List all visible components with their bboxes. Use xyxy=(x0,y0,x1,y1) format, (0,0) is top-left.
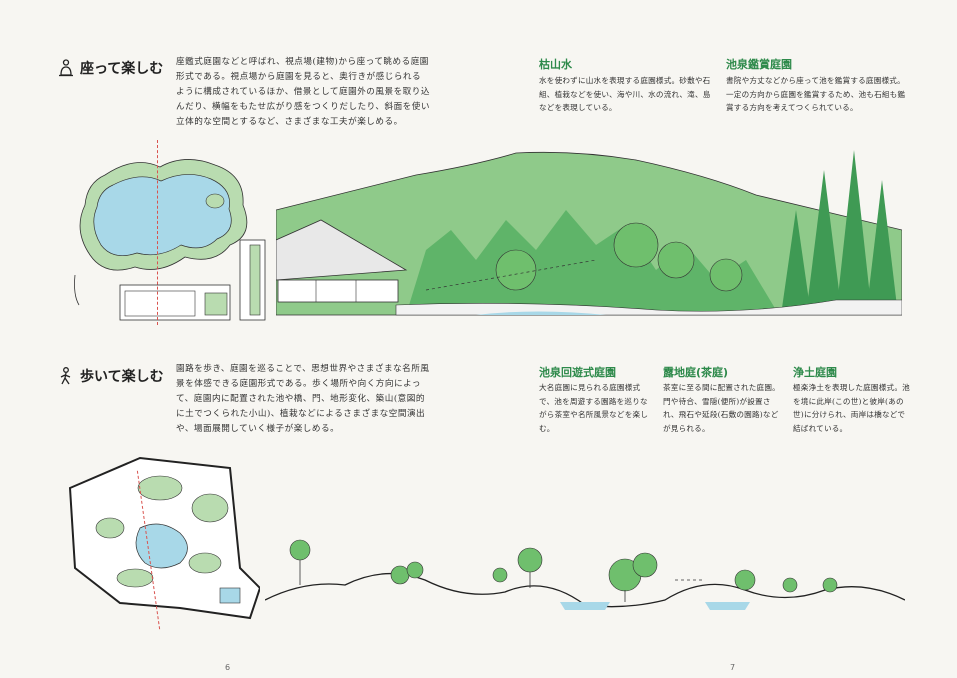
plan-map-sit xyxy=(74,159,266,321)
page-number-left: 6 xyxy=(225,663,231,672)
page-number-right: 7 xyxy=(730,663,736,672)
style-title-karesansui: 枯山水 xyxy=(539,58,572,71)
plan-map-walk xyxy=(68,456,260,620)
view-axis-line-sit xyxy=(157,140,158,325)
style-title-roji: 露地庭(茶庭) xyxy=(663,366,729,379)
garden-elevation-sit xyxy=(276,150,902,316)
style-desc-karesansui: 水を使わずに山水を表現する庭園様式。砂敷や石組、植栽などを使い、海や川、水の流れ… xyxy=(539,76,711,112)
garden-section-walk xyxy=(265,539,905,610)
section-title-walk: 歩いて楽しむ xyxy=(58,366,164,386)
style-desc-jodo: 極楽浄土を表現した庭園様式。池を境に此岸(この世)と彼岸(あの世)に分けられ、両… xyxy=(793,383,910,433)
section-title-text: 座って楽しむ xyxy=(80,61,164,77)
section-intro-sit: 座鑑式庭園などと呼ばれ、視点場(建物)から座って眺める庭園形式である。視点場から… xyxy=(176,57,430,127)
style-desc-chisen-kansho: 書院や方丈などから座って池を鑑賞する庭園様式。一定の方向から庭園を鑑賞するため、… xyxy=(726,76,906,112)
section-title-sit: 座って楽しむ xyxy=(58,58,163,78)
style-title-jodo: 浄土庭園 xyxy=(793,366,837,379)
style-title-chisen-kansho: 池泉鑑賞庭園 xyxy=(726,58,792,71)
walking-person-icon xyxy=(60,367,71,385)
sitting-person-icon xyxy=(59,59,73,77)
style-desc-chisen-kaiyu: 大名庭園に見られる庭園様式で、池を周遊する園路を巡りながら茶室や名所風景などを楽… xyxy=(539,383,649,433)
section-title-text: 歩いて楽しむ xyxy=(80,369,164,385)
style-desc-roji: 茶室に至る間に配置された庭園。門や待合、雪隠(便所)が設置され、飛石や延段(石敷… xyxy=(663,383,780,433)
section-intro-walk: 園路を歩き、庭園を巡ることで、思想世界やさまざまな名所風景を体感できる庭園形式で… xyxy=(176,364,430,434)
style-title-chisen-kaiyu: 池泉回遊式庭園 xyxy=(539,366,616,379)
